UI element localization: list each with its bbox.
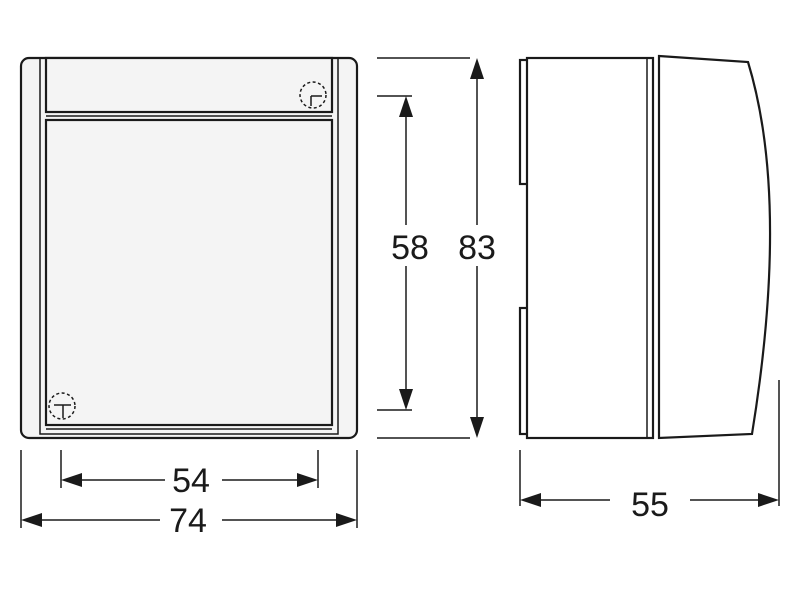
dimension-label-inner-width: 54 xyxy=(172,462,210,500)
dimension-label-outer-height: 83 xyxy=(458,229,496,267)
side-base-body xyxy=(525,56,655,440)
dimension-label-outer-width: 74 xyxy=(169,502,207,540)
side-view xyxy=(518,54,772,440)
screw-icon-bottom-left xyxy=(48,392,76,420)
dimension-inner-width: 54 xyxy=(61,462,318,500)
front-label-strip xyxy=(44,56,334,114)
dimension-outer-width: 74 xyxy=(21,502,357,540)
dimension-label-depth: 55 xyxy=(631,486,669,524)
side-cover-profile xyxy=(657,54,772,440)
front-view xyxy=(19,56,359,440)
dimension-outer-height: 83 xyxy=(458,58,496,438)
dimension-inner-height: 58 xyxy=(391,96,429,410)
dimension-label-inner-height: 58 xyxy=(391,229,429,267)
screw-icon-top-right xyxy=(299,81,327,109)
dimension-lines: 58 83 54 74 xyxy=(20,57,780,540)
front-cover-panel xyxy=(44,118,334,427)
dimension-depth: 55 xyxy=(520,486,779,524)
